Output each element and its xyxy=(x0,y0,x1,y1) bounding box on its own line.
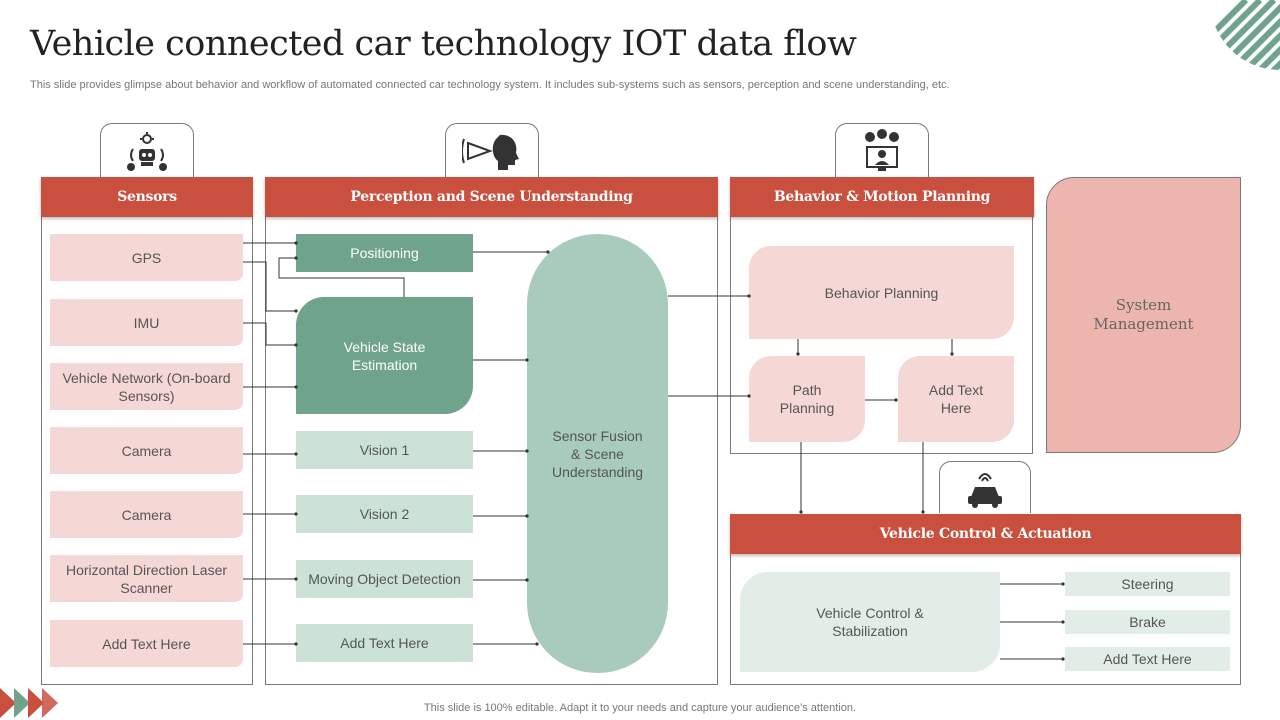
sensor-fusion-label: Sensor Fusion & Scene Understanding xyxy=(551,427,644,480)
sensor-item-camera-1: Camera xyxy=(50,427,243,474)
positioning-box: Positioning xyxy=(296,234,473,272)
sensors-header: Sensors xyxy=(41,177,253,217)
perception-header: Perception and Scene Understanding xyxy=(265,177,718,217)
sensor-item-camera-2: Camera xyxy=(50,491,243,538)
footer-note: This slide is 100% editable. Adapt it to… xyxy=(423,702,857,714)
robot-sensor-icon xyxy=(127,131,167,171)
page-title: Vehicle connected car technology IOT dat… xyxy=(30,24,857,64)
control-header: Vehicle Control & Actuation xyxy=(730,514,1241,554)
state-estimation-label: Vehicle State Estimation xyxy=(343,338,426,373)
behavior-add-text-box: Add Text Here xyxy=(898,356,1014,442)
control-add-text-box: Add Text Here xyxy=(1065,647,1230,671)
path-planning-label: Path Planning xyxy=(779,382,835,416)
system-management-box: System Management xyxy=(1046,177,1241,453)
team-monitor-icon xyxy=(865,128,899,171)
page-subtitle: This slide provides glimpse about behavi… xyxy=(30,79,950,91)
state-estimation-box: Vehicle State Estimation xyxy=(296,297,473,414)
behavior-icon-tab xyxy=(835,123,929,177)
sensor-item-laser-scanner: Horizontal Direction Laser Scanner xyxy=(50,555,243,602)
vision-2-box: Vision 2 xyxy=(296,495,473,533)
sensor-item-vehicle-network: Vehicle Network (On-board Sensors) xyxy=(50,363,243,410)
sensor-item-add-text: Add Text Here xyxy=(50,620,243,667)
sensors-icon-tab xyxy=(100,123,194,177)
vision-1-box: Vision 1 xyxy=(296,431,473,469)
vehicle-control-box: Vehicle Control & Stabilization xyxy=(740,572,1000,672)
sensor-item-gps: GPS xyxy=(50,234,243,281)
sensor-fusion-box: Sensor Fusion & Scene Understanding xyxy=(527,234,668,673)
car-signal-icon xyxy=(968,472,1002,508)
moving-object-box: Moving Object Detection xyxy=(296,560,473,598)
corner-stripes-decoration xyxy=(1210,0,1280,70)
brake-box: Brake xyxy=(1065,610,1230,634)
path-planning-box: Path Planning xyxy=(749,356,865,442)
vehicle-control-label: Vehicle Control & Stabilization xyxy=(816,605,924,639)
sensor-item-imu: IMU xyxy=(50,299,243,346)
behavior-header: Behavior & Motion Planning xyxy=(730,177,1034,217)
behavior-planning-box: Behavior Planning xyxy=(749,246,1014,339)
perception-icon-tab xyxy=(445,123,539,177)
head-perception-icon xyxy=(462,134,519,170)
control-icon-tab xyxy=(939,461,1031,513)
steering-box: Steering xyxy=(1065,572,1230,596)
perception-add-text-box: Add Text Here xyxy=(296,624,473,662)
behavior-add-text-label: Add Text Here xyxy=(928,382,984,416)
corner-arrows-decoration xyxy=(0,688,58,718)
system-management-label: System Management xyxy=(1093,296,1194,333)
